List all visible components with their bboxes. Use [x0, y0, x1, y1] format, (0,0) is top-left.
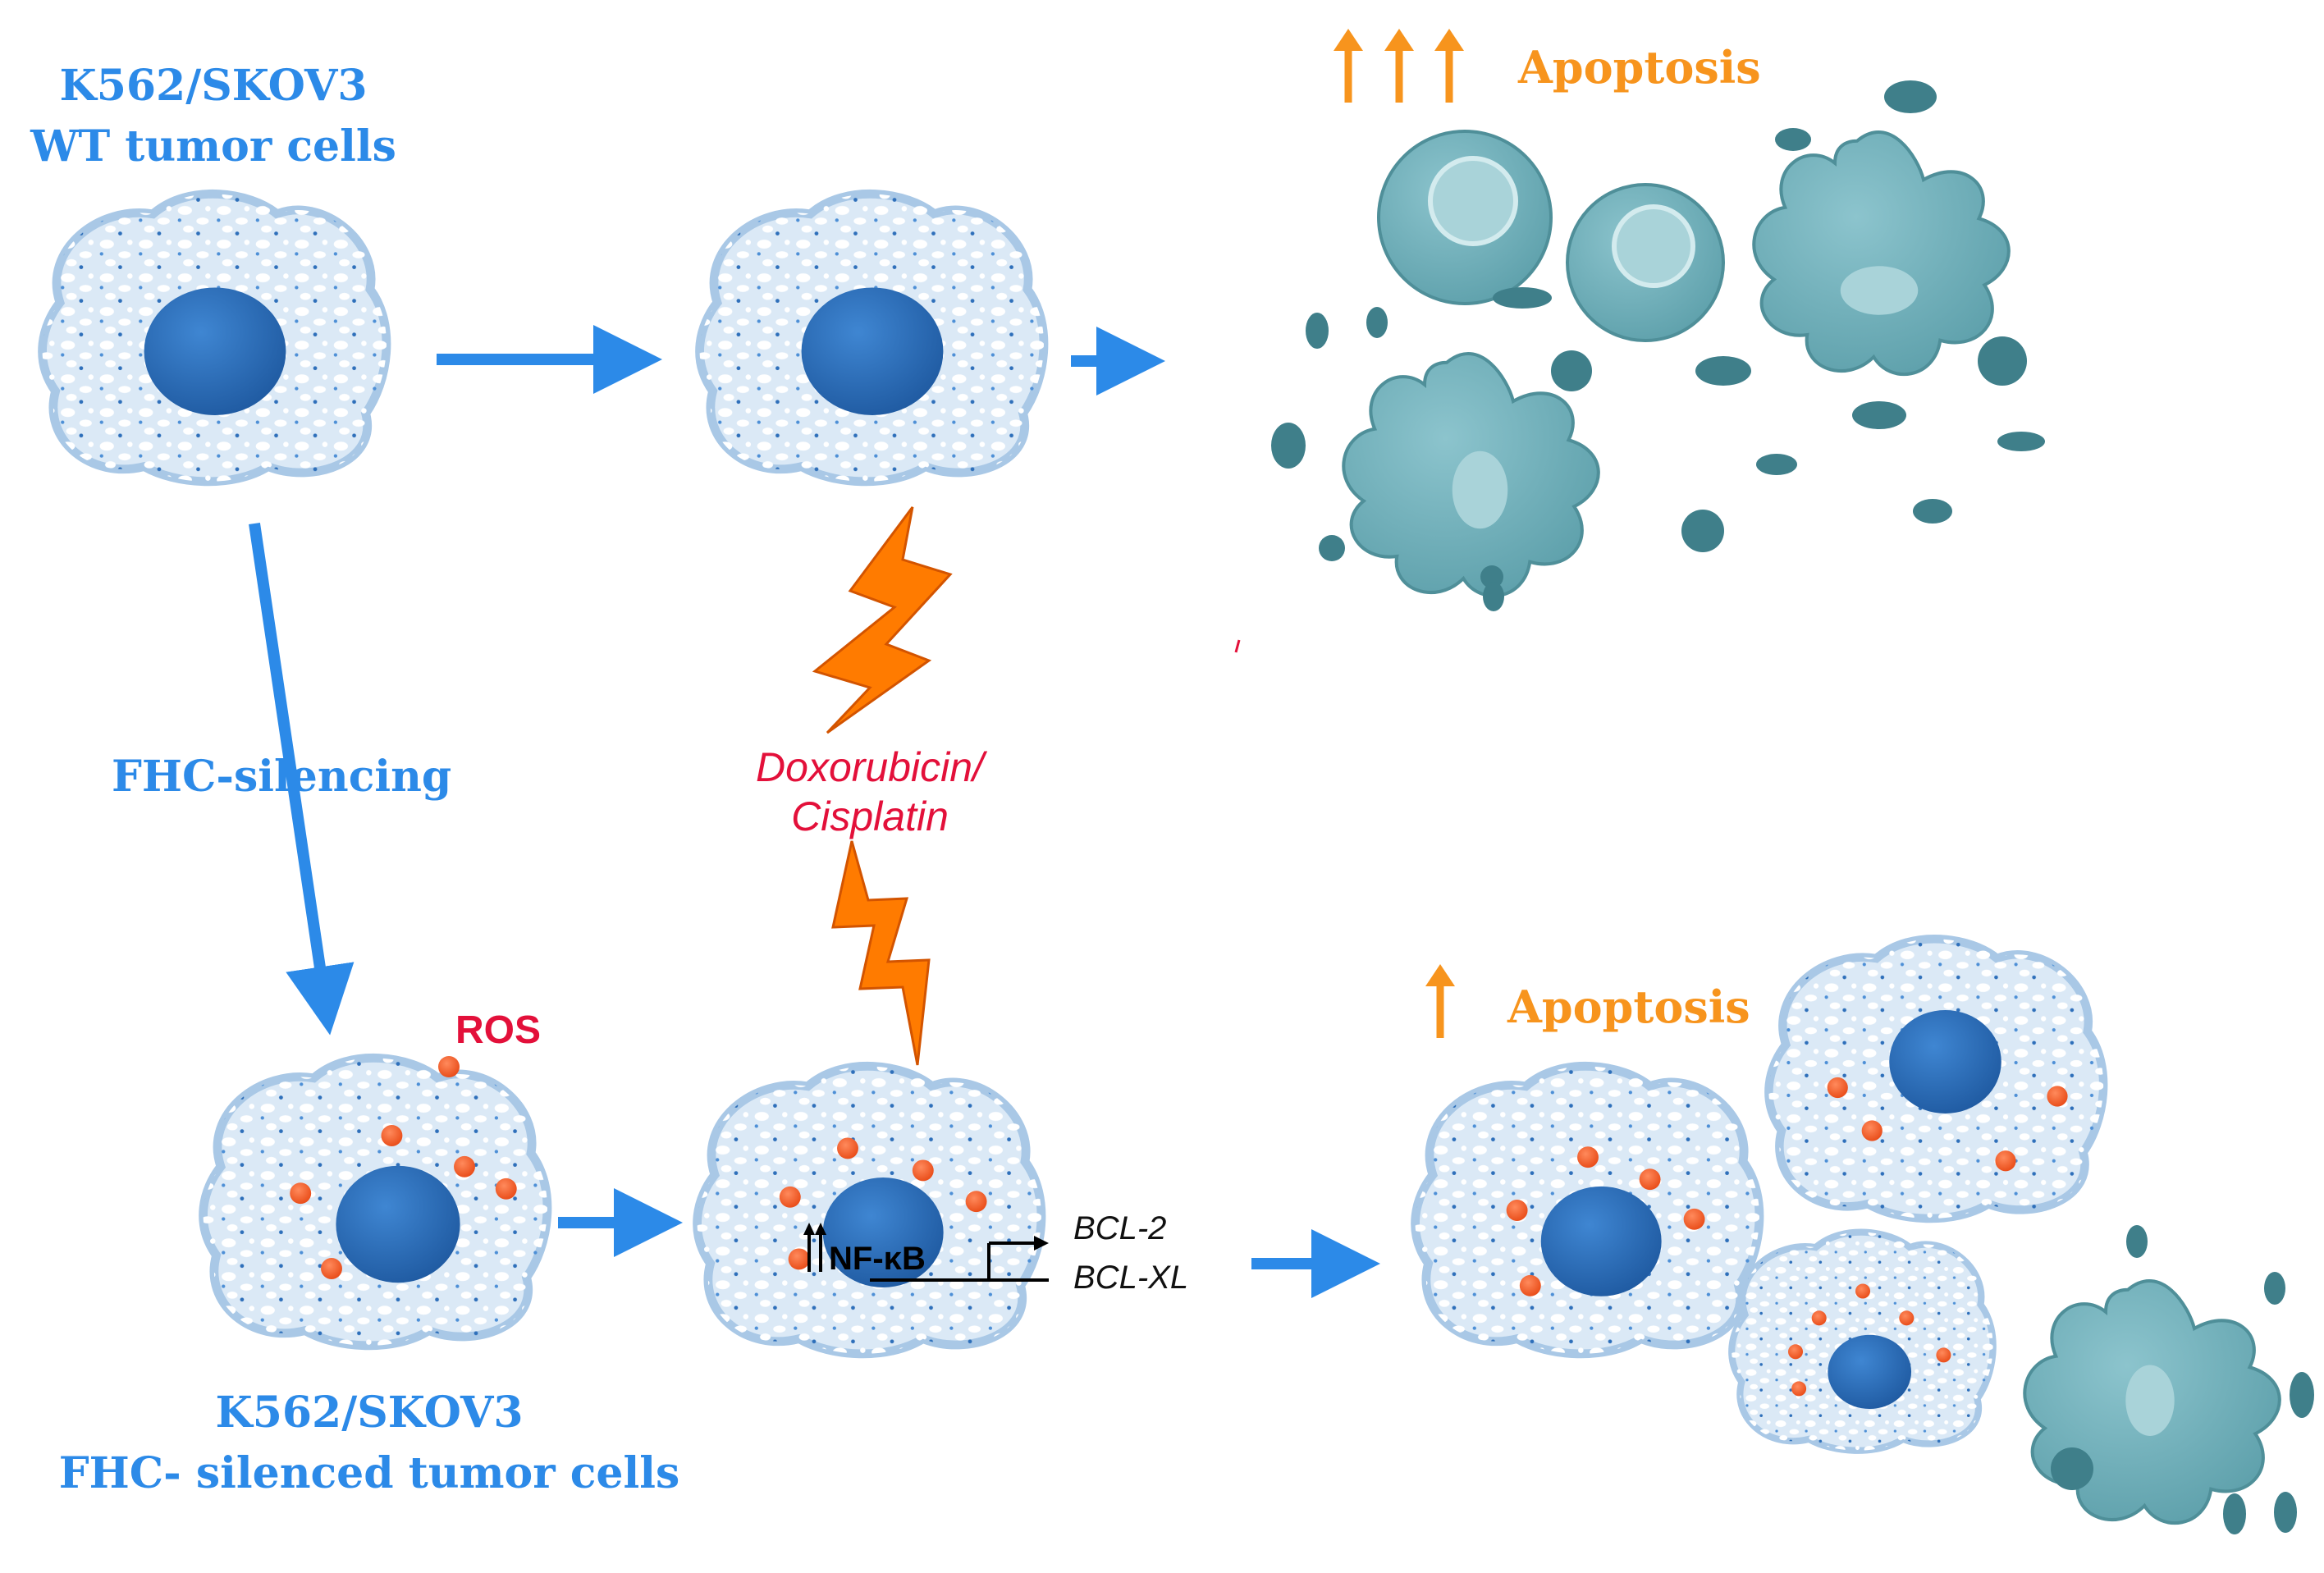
nucleus [822, 1177, 944, 1287]
stray-mark [1234, 639, 1241, 653]
wt-cell-drug-exposed [700, 194, 1044, 482]
bclxl-label: BCL-XL [1073, 1260, 1189, 1296]
nucleus [144, 287, 286, 415]
surviving-cell-left [1416, 1066, 1759, 1354]
apoptotic-cell-bottom [2024, 1225, 2314, 1534]
gene-promoter-line [870, 1236, 1049, 1282]
arrow-fhc-silencing [249, 522, 355, 1036]
ros-particle [438, 1056, 460, 1077]
silenced-title: K562/SKOV3 FHC- silenced tumor cells [41, 1383, 698, 1504]
nfkb-label: NF-κB [829, 1241, 926, 1277]
ros-label: ROS [455, 1008, 542, 1052]
drug-label-line2: Cisplatin [791, 793, 949, 839]
wt-tumor-cell [43, 194, 387, 482]
nucleus [801, 287, 944, 415]
nucleus [336, 1165, 460, 1283]
fhc-silenced-cell-drug-exposed [698, 1066, 1041, 1354]
lightning-bolt-upper [812, 506, 953, 734]
drug-label: Doxorubicin/ Cisplatin [706, 743, 1034, 841]
wt-title-line2: WT tumor cells [30, 121, 396, 171]
apoptosis-increase-arrow-bottom [1425, 964, 1455, 1038]
bcl2-label: BCL-2 [1073, 1210, 1167, 1246]
shrinking-cell [1732, 1232, 1992, 1451]
fhc-silencing-label: FHC-silencing [112, 752, 452, 802]
nfkb-increase-arrows [803, 1223, 826, 1272]
wt-title-line1: K562/SKOV3 [59, 61, 368, 111]
apoptosis-increase-arrows-top [1334, 29, 1464, 103]
apoptosis-label-top: Apoptosis [1518, 41, 1761, 94]
silenced-title-line1: K562/SKOV3 [215, 1388, 524, 1438]
apoptosis-label-bottom: Apoptosis [1507, 981, 1750, 1033]
lightning-bolt-lower [831, 840, 931, 1066]
drug-label-line1: Doxorubicin/ [756, 744, 984, 790]
wt-title: K562/SKOV3 WT tumor cells [25, 56, 402, 177]
apoptotic-cell-cluster-top [1271, 80, 2045, 611]
surviving-cell-upper-right [1768, 939, 2103, 1219]
fhc-silenced-cell [204, 1058, 547, 1346]
silenced-title-line2: FHC- silenced tumor cells [58, 1448, 680, 1498]
